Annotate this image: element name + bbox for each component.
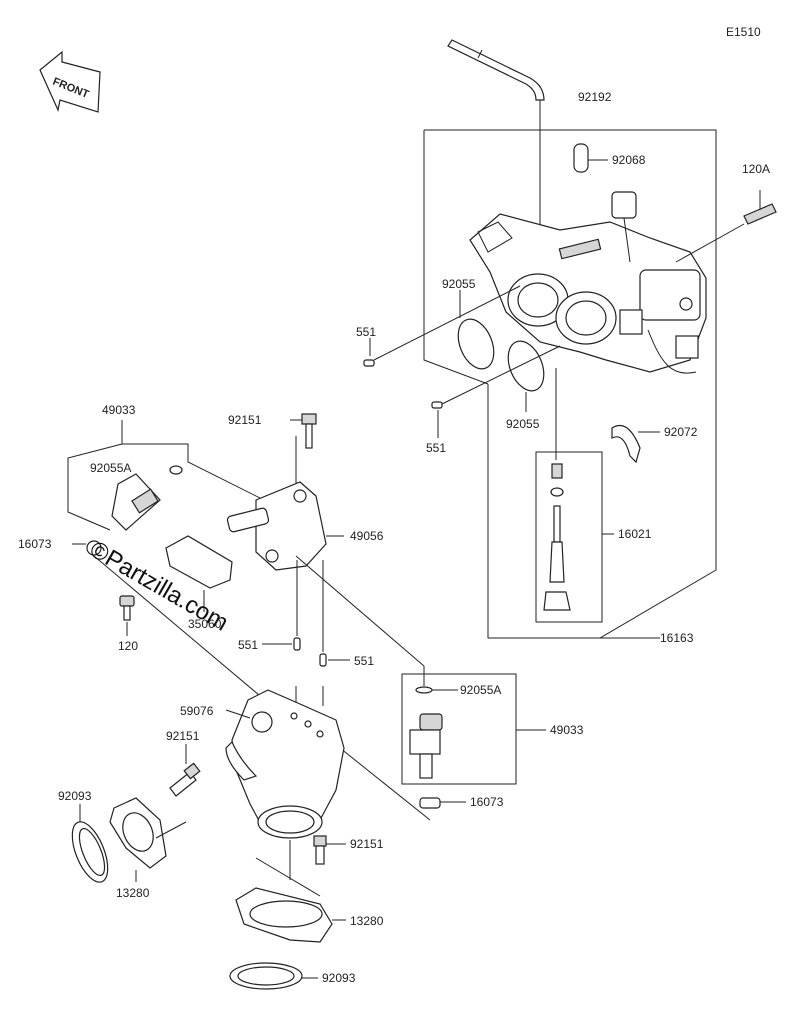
bolt-92151-c <box>313 835 346 865</box>
fuel-injector-bottom <box>409 686 458 779</box>
label-551-d: 551 <box>354 654 374 668</box>
label-120: 120 <box>118 639 138 653</box>
label-92093-bot: 92093 <box>322 971 356 985</box>
label-92055-top: 92055 <box>442 277 476 291</box>
label-59076: 59076 <box>180 704 214 718</box>
label-49033-top: 49033 <box>102 403 136 417</box>
bracket-35060 <box>165 535 233 612</box>
label-92151-c: 92151 <box>350 837 384 851</box>
dowel-pin-551-a <box>363 359 375 367</box>
label-92192: 92192 <box>578 90 612 104</box>
dowel-pin-551-c <box>293 637 301 651</box>
label-16073-left: 16073 <box>18 537 52 551</box>
hose-92192 <box>447 39 545 101</box>
label-49033-bot: 49033 <box>550 723 584 737</box>
fuel-delivery-pipe-49056 <box>226 481 344 571</box>
bolt-120A <box>675 190 777 263</box>
diagram-code: E1510 <box>726 25 761 39</box>
screw-assembly-16021 <box>543 368 571 611</box>
o-ring-92055-b <box>507 340 545 392</box>
label-92151-a: 92151 <box>228 413 262 427</box>
label-120A: 120A <box>742 162 770 176</box>
label-92055A-top: 92055A <box>90 461 131 475</box>
lower-leader-lines <box>93 555 431 821</box>
fuel-injector-top <box>111 465 183 531</box>
throttle-body-upper <box>469 191 707 374</box>
label-92055A-bot: 92055A <box>460 683 501 697</box>
dowel-pin-551-b <box>431 401 443 409</box>
insulator-13280-left <box>109 797 187 882</box>
front-arrow-icon: FRONT <box>39 50 101 113</box>
label-92093-left: 92093 <box>58 789 92 803</box>
o-ring-92055-a <box>457 318 495 370</box>
label-551-a: 551 <box>356 325 376 339</box>
part-number-labels: 92192 92068 120A 92055 551 92055 551 920… <box>18 90 770 985</box>
label-551-c: 551 <box>238 638 258 652</box>
label-35060: 35060 <box>188 617 222 631</box>
label-16073-bot: 16073 <box>470 795 504 809</box>
bolt-92151-b <box>169 744 201 797</box>
label-92068: 92068 <box>612 153 646 167</box>
label-92151-b: 92151 <box>166 729 200 743</box>
insulator-13280-bottom <box>235 857 346 943</box>
label-551-b: 551 <box>426 441 446 455</box>
bolt-92151-a <box>290 413 317 449</box>
cap-92068 <box>573 143 589 173</box>
label-16021: 16021 <box>618 527 652 541</box>
clamp-92072 <box>611 424 660 464</box>
cap-16073-bottom <box>419 797 441 809</box>
cap-16073-left <box>86 540 102 556</box>
label-13280-bot: 13280 <box>350 914 384 928</box>
bolt-120 <box>119 595 135 636</box>
label-16163: 16163 <box>660 631 694 645</box>
label-92072: 92072 <box>664 425 698 439</box>
assembly-outline-lines <box>67 100 717 785</box>
dowel-pin-551-d <box>319 653 327 667</box>
label-13280-left: 13280 <box>116 886 150 900</box>
throttle-body-lower <box>225 689 345 839</box>
label-49056: 49056 <box>350 529 384 543</box>
label-92055-b: 92055 <box>506 417 540 431</box>
